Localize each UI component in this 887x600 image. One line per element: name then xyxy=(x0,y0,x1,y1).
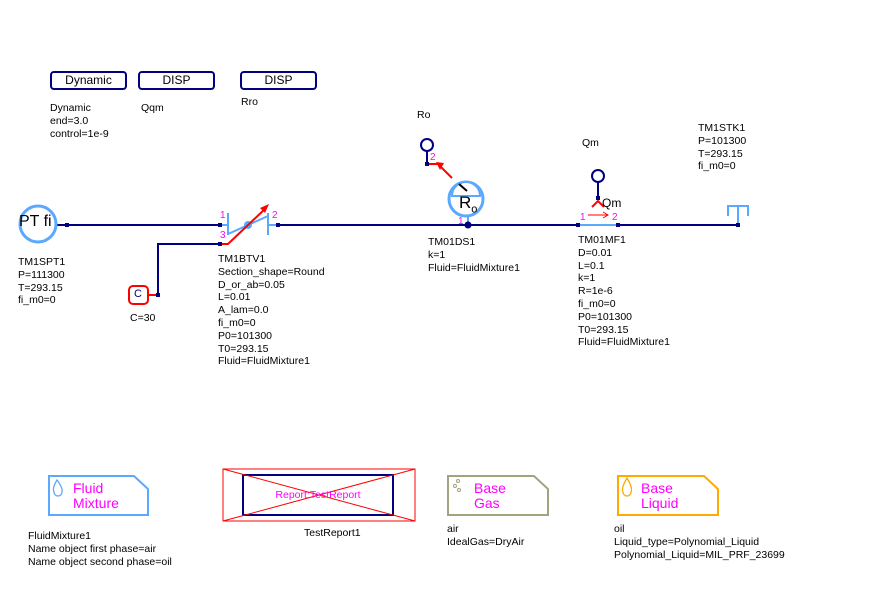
param-line: TM1STK1 xyxy=(698,122,746,134)
caption-line: control=1e-9 xyxy=(50,127,109,140)
constant-value: C=30 xyxy=(130,312,156,324)
caption-line: end=3.0 xyxy=(50,114,89,127)
param-line: Liquid_type=Polynomial_Liquid xyxy=(614,535,760,548)
qm-label: Qm xyxy=(582,137,599,149)
param-line: D=0.01 xyxy=(578,246,613,259)
param-line: L=0.1 xyxy=(578,259,605,272)
port-label: 3 xyxy=(220,230,226,241)
gauge-icon xyxy=(420,138,434,152)
qm-symbol: Qm xyxy=(602,196,622,210)
gauge-icon xyxy=(591,169,605,183)
caption-line: Dynamic xyxy=(50,102,91,114)
param-line: fi_m0=0 xyxy=(18,294,56,307)
density-sensor-icon[interactable] xyxy=(420,138,485,229)
port-label: 2 xyxy=(272,210,278,221)
param-line: P0=101300 xyxy=(218,329,273,342)
constant-symbol: C xyxy=(134,288,142,300)
report-name: TestReport1 xyxy=(304,527,361,539)
disp-qqm-button[interactable]: DISP xyxy=(138,71,215,90)
mf-params: TM01MF1 D=0.01 L=0.1 k=1 R=1e-6 fi_m0=0 … xyxy=(578,234,670,349)
param-line: Polynomial_Liquid=MIL_PRF_23699 xyxy=(614,548,785,561)
param-line: P0=101300 xyxy=(578,310,633,323)
symbol-subscript: o xyxy=(471,203,478,216)
report-block[interactable] xyxy=(222,468,416,522)
base-liquid-params: oil Liquid_type=Polynomial_Liquid Polyno… xyxy=(614,523,785,561)
stk-params: TM1STK1 P=101300 T=293.15 fi_m0=0 xyxy=(698,122,746,173)
param-line: D_or_ab=0.05 xyxy=(218,278,285,291)
report-title: Report:TestReport xyxy=(275,489,361,501)
param-line: Fluid=FluidMixture1 xyxy=(578,336,670,349)
port-label: 2 xyxy=(430,152,436,163)
mass-flow-sensor-icon[interactable] xyxy=(576,169,620,227)
fluid-mixture-params: FluidMixture1 Name object first phase=ai… xyxy=(28,530,172,568)
param-line: T0=293.15 xyxy=(218,342,269,355)
title-line: Gas xyxy=(474,495,500,511)
port-label: 2 xyxy=(612,212,618,223)
dynamic-caption: Dynamic end=3.0 control=1e-9 xyxy=(50,102,109,140)
fluid-mixture-block[interactable] xyxy=(48,475,149,516)
gas-bubbles-icon xyxy=(453,479,461,492)
disp-rro-button[interactable]: DISP xyxy=(240,71,317,90)
param-line: T=293.15 xyxy=(698,147,743,160)
rro-caption: Rro xyxy=(241,96,258,108)
tank-icon[interactable] xyxy=(727,205,749,227)
valve-icon[interactable] xyxy=(218,204,280,246)
title-line: Base xyxy=(641,480,673,496)
param-line: fi_m0=0 xyxy=(218,316,256,329)
param-line: Name object first phase=air xyxy=(28,542,157,555)
param-line: T0=293.15 xyxy=(578,323,629,336)
dynamic-button[interactable]: Dynamic xyxy=(50,71,127,90)
param-line: TM1SPT1 xyxy=(18,256,66,268)
title-line: Mixture xyxy=(73,495,119,511)
param-line: A_lam=0.0 xyxy=(218,304,269,317)
base-liquid-block[interactable] xyxy=(617,475,719,516)
param-line: Name object second phase=oil xyxy=(28,555,172,568)
param-line: L=0.01 xyxy=(218,291,251,304)
base-gas-block[interactable] xyxy=(447,475,549,516)
param-line: P=111300 xyxy=(18,268,65,281)
param-line: FluidMixture1 xyxy=(28,530,92,542)
param-line: fi_m0=0 xyxy=(578,297,616,310)
param-line: oil xyxy=(614,523,625,535)
param-line: fi_m0=0 xyxy=(698,160,736,173)
param-line: Section_shape=Round xyxy=(218,265,325,278)
param-line: T=293.15 xyxy=(18,281,63,294)
signal-wire xyxy=(157,243,220,295)
param-line: TM1BTV1 xyxy=(218,253,266,265)
btv-params: TM1BTV1 Section_shape=Round D_or_ab=0.05… xyxy=(218,253,325,368)
pt-fi-symbol: PT fi xyxy=(19,213,52,230)
param-line: P=101300 xyxy=(698,134,747,147)
ro-label: Ro xyxy=(417,109,431,121)
symbol-letter: R xyxy=(459,193,472,212)
droplet-icon xyxy=(52,478,63,497)
pressure-source-icon[interactable] xyxy=(18,204,58,244)
title-line: Liquid xyxy=(641,495,679,511)
qqm-caption: Qqm xyxy=(141,102,164,114)
param-line: k=1 xyxy=(428,248,446,261)
param-line: Fluid=FluidMixture1 xyxy=(428,261,520,274)
port-label: 1 xyxy=(220,210,226,221)
param-line: IdealGas=DryAir xyxy=(447,535,525,548)
density-symbol: Ro xyxy=(459,194,477,218)
param-line: R=1e-6 xyxy=(578,285,613,298)
droplet-icon xyxy=(621,476,633,497)
param-line: TM01DS1 xyxy=(428,236,476,248)
base-gas-params: air IdealGas=DryAir xyxy=(447,523,524,549)
param-line: k=1 xyxy=(578,272,596,285)
title-line: Fluid xyxy=(73,480,104,496)
param-line: TM01MF1 xyxy=(578,234,626,246)
param-line: Fluid=FluidMixture1 xyxy=(218,355,310,368)
param-line: air xyxy=(447,523,459,535)
spt-params: TM1SPT1 P=111300 T=293.15 fi_m0=0 xyxy=(18,256,65,307)
title-line: Base xyxy=(474,480,506,496)
port-label: 1 xyxy=(580,212,586,223)
ds-params: TM01DS1 k=1 Fluid=FluidMixture1 xyxy=(428,236,520,274)
port-label: 1 xyxy=(458,216,464,227)
